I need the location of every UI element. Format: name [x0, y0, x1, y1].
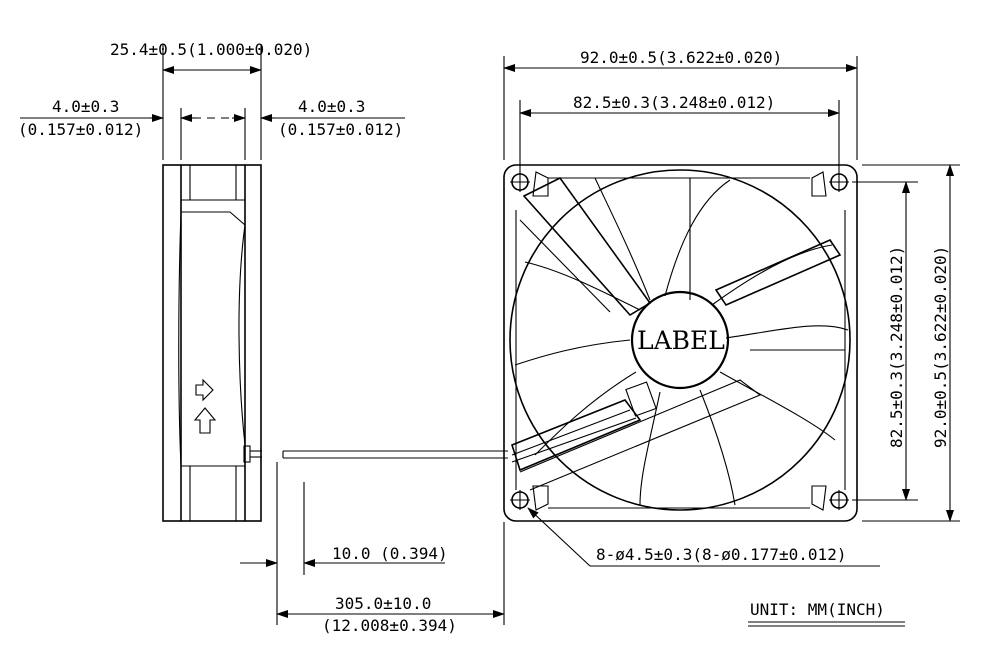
hub: [630, 290, 730, 390]
side-view-outline: [162, 164, 262, 522]
impeller-housing: [509, 169, 851, 511]
flange-right-mm: 4.0±0.3: [298, 97, 365, 116]
strip-length: 10.0 (0.394): [332, 544, 448, 563]
support-rib-wire: [511, 399, 642, 472]
rotation-arrow-icon: [193, 407, 217, 434]
outer-width: 92.0±0.5(3.622±0.020): [580, 48, 782, 67]
unit-note: UNIT: MM(INCH): [748, 600, 905, 627]
side-view-dimensions: 25.4±0.5(1.000±0.020) 4.0±0.3 (0.157±0.0…: [18, 40, 405, 160]
impeller-blades: [514, 177, 849, 506]
airflow-arrow-icon: [195, 378, 214, 402]
front-view-dimensions: 92.0±0.5(3.622±0.020) 82.5±0.3(3.248±0.0…: [503, 48, 960, 567]
flange-right-inch: (0.157±0.012): [278, 120, 403, 139]
frame-outline: [503, 164, 858, 522]
support-rib-top-right: [714, 238, 842, 307]
front-view: LABEL: [503, 164, 858, 522]
lead-length-mm: 305.0±10.0: [335, 594, 431, 613]
lead-wire: [282, 450, 508, 459]
outer-height: 92.0±0.5(3.622±0.020): [931, 246, 950, 448]
hole-pitch-height: 82.5±0.3(3.248±0.012): [887, 246, 906, 448]
lead-wire-dimensions: 10.0 (0.394) 305.0±10.0 (12.008±0.394): [240, 462, 505, 635]
unit-text: UNIT: MM(INCH): [750, 600, 885, 619]
flange-left-inch: (0.157±0.012): [18, 120, 143, 139]
flange-left-mm: 4.0±0.3: [52, 97, 119, 116]
hole-pitch-width: 82.5±0.3(3.248±0.012): [573, 93, 775, 112]
mounting-holes-dimension: 8-ø4.5±0.3(8-ø0.177±0.012): [596, 545, 846, 564]
side-view: [162, 164, 262, 522]
hub-label: LABEL: [637, 326, 725, 355]
lead-length-inch: (12.008±0.394): [322, 616, 457, 635]
depth-dimension: 25.4±0.5(1.000±0.020): [110, 40, 312, 59]
